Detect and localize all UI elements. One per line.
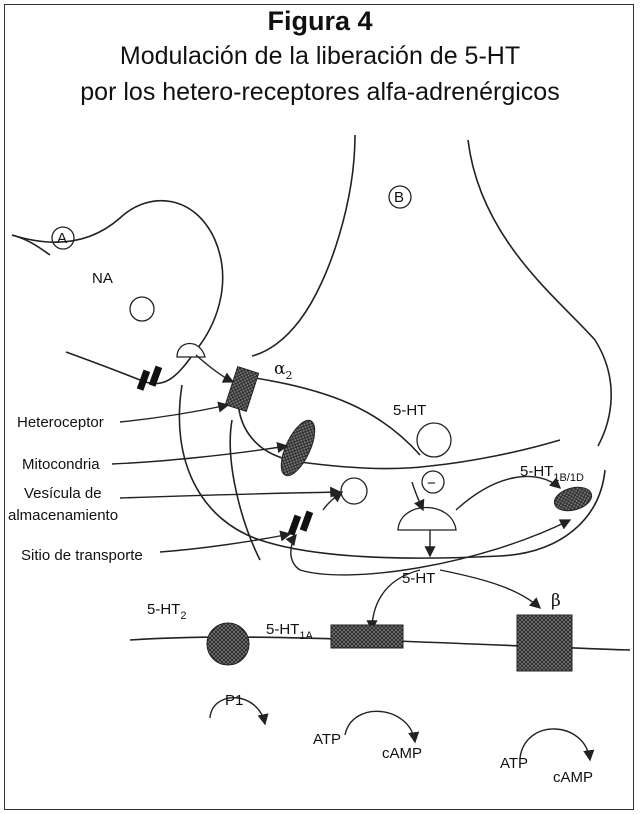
ht-vesicle-large — [417, 423, 451, 457]
neuron-b-membrane-right — [468, 140, 611, 446]
p1-label: P1 — [225, 692, 243, 709]
na-release-arrow — [196, 355, 233, 382]
callout-vesicula-1: Vesícula de — [24, 485, 102, 502]
camp-label-1: cAMP — [382, 745, 422, 762]
callout-sitio: Sitio de transporte — [21, 547, 143, 564]
alpha2-label: α2 — [274, 359, 292, 382]
heteroceptor-pointer — [120, 405, 228, 422]
vesicula-pointer — [120, 492, 340, 498]
camp-label-2: cAMP — [553, 769, 593, 786]
ht2-label: 5-HT2 — [147, 601, 186, 622]
atp-camp-cycle-1 — [345, 711, 415, 742]
mitochondria-icon — [274, 416, 321, 481]
inhibition-arrow — [412, 482, 423, 510]
atp-label-1: ATP — [313, 731, 341, 748]
minus-sign: − — [427, 475, 436, 492]
ht1bd-label: 5-HT1B/1D — [520, 463, 584, 484]
neuron-b-label: B — [394, 189, 404, 206]
callout-mitocondria: Mitocondria — [22, 456, 100, 473]
ht-to-beta-arrow — [440, 570, 540, 608]
storage-vesicle-icon — [341, 478, 367, 504]
neuron-a-edge — [12, 235, 50, 255]
callout-heteroceptor: Heteroceptor — [17, 414, 104, 431]
na-transporter-icon — [137, 366, 162, 391]
neuron-b-membrane-left — [252, 135, 355, 356]
ht1a-label: 5-HT1A — [266, 621, 313, 642]
atp-label-2: ATP — [500, 755, 528, 772]
ht1a-receptor-icon — [331, 625, 403, 648]
ht-released-label: 5-HT — [402, 570, 435, 587]
na-vesicle — [130, 297, 154, 321]
mitocondria-pointer — [112, 446, 287, 464]
atp-camp-cycle-2 — [520, 729, 590, 760]
autoreceptor-feedback-arrow — [456, 476, 560, 510]
transport-to-vesicle-arrow — [323, 492, 342, 510]
ht-transporter-icon — [288, 511, 313, 536]
alpha2-heteroreceptor-icon — [225, 367, 258, 412]
ht-release-site — [398, 508, 456, 531]
callout-vesicula-2: almacenamiento — [8, 507, 118, 524]
na-release-site — [177, 343, 205, 357]
beta-receptor-icon — [517, 615, 572, 671]
na-label: NA — [92, 270, 113, 287]
ht2-receptor-icon — [207, 623, 249, 665]
neuron-a-label: A — [57, 230, 67, 247]
ht1bd-autoreceptor-icon — [552, 483, 594, 514]
ht-label-top: 5-HT — [393, 402, 426, 419]
beta-label: β — [551, 591, 561, 611]
reuptake-arrow — [291, 535, 300, 570]
